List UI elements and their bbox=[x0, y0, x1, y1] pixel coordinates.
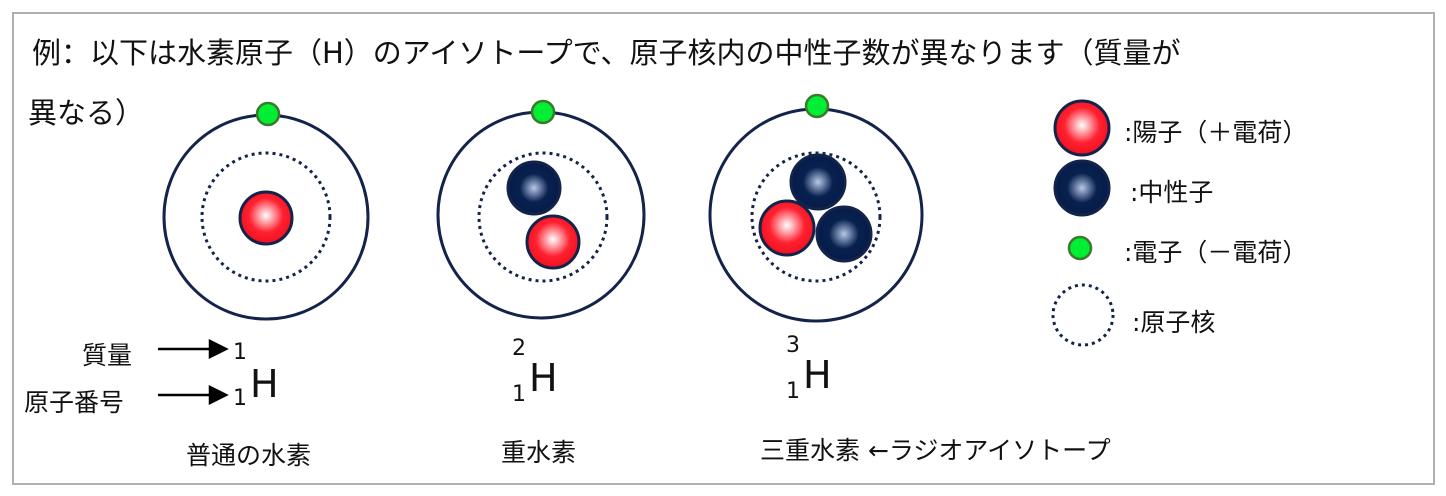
orbit bbox=[436, 110, 646, 320]
nucleus-boundary bbox=[200, 151, 332, 283]
element-symbol: H bbox=[529, 356, 558, 400]
nucleus-boundary bbox=[750, 151, 882, 283]
arrow-icon bbox=[208, 338, 229, 360]
legend-nucleus-icon bbox=[1051, 283, 1115, 347]
intro-text-cont: 異なる） bbox=[28, 96, 145, 130]
element-symbol: H bbox=[250, 362, 279, 406]
atom-name: 普通の水素 bbox=[186, 441, 312, 470]
neutron bbox=[815, 205, 873, 263]
legend-neutron-icon bbox=[1053, 159, 1111, 217]
mass-number: 2 bbox=[512, 336, 526, 361]
arrow-icon bbox=[208, 384, 229, 406]
electron bbox=[530, 99, 556, 125]
atomic-number: 1 bbox=[233, 386, 247, 411]
atom-name: 重水素 bbox=[501, 438, 577, 467]
atom-name: 三重水素 ←ラジオアイソトープ bbox=[760, 436, 1111, 465]
proton bbox=[238, 190, 294, 246]
electron bbox=[255, 101, 281, 127]
intro-text: 例：以下は水素原子（H）のアイソトープで、原子核内の中性子数が異なります（質量が bbox=[32, 36, 1181, 70]
mass-number: 3 bbox=[786, 333, 800, 358]
neutron bbox=[506, 160, 562, 216]
legend-nucleus-label: :原子核 bbox=[1132, 308, 1216, 337]
atomic-number: 1 bbox=[786, 379, 800, 404]
legend-electron-label: :電子（－電荷） bbox=[1124, 238, 1308, 267]
atomic-number-label: 原子番号 bbox=[24, 388, 125, 417]
legend-neutron-label: :中性子 bbox=[1130, 178, 1214, 207]
atomic-number: 1 bbox=[512, 382, 526, 407]
mass-number: 1 bbox=[233, 340, 247, 365]
legend-proton-label: :陽子（＋電荷） bbox=[1124, 118, 1308, 147]
neutron bbox=[789, 153, 847, 211]
legend-proton-icon bbox=[1053, 99, 1111, 157]
orbit bbox=[708, 107, 924, 323]
mass-label: 質量 bbox=[82, 341, 133, 370]
element-symbol: H bbox=[803, 353, 832, 397]
legend-electron-icon bbox=[1067, 235, 1093, 261]
nucleus-boundary bbox=[477, 151, 609, 283]
figure-frame bbox=[12, 12, 1435, 485]
electron bbox=[804, 93, 830, 119]
proton bbox=[758, 199, 816, 257]
proton bbox=[525, 214, 581, 270]
